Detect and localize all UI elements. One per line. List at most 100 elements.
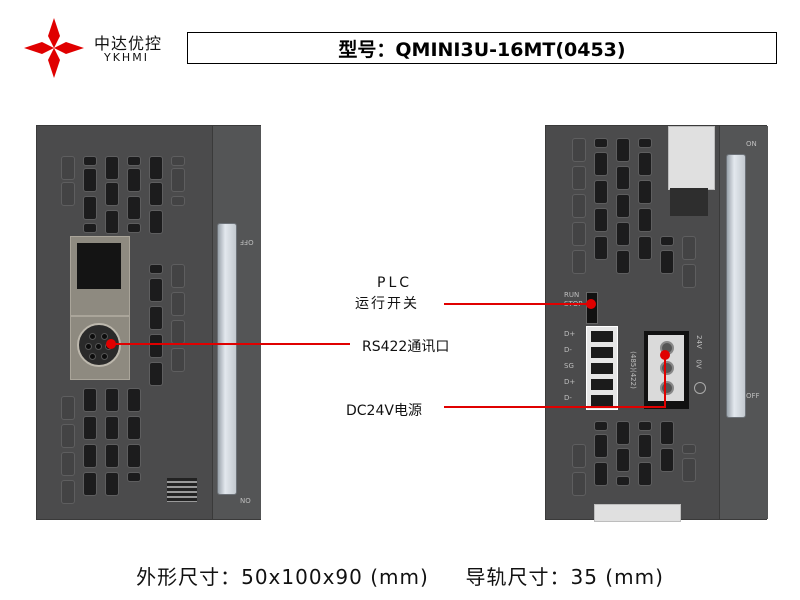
brand-name-cn: 中达优控 <box>94 34 163 53</box>
power-24v-label: 24V <box>694 335 703 349</box>
plc-switch-leader-line <box>444 303 590 305</box>
vent <box>638 208 652 232</box>
vent <box>105 210 119 234</box>
vent <box>572 250 586 274</box>
vent <box>83 196 97 220</box>
vent <box>171 264 185 288</box>
vent <box>127 196 141 220</box>
vent <box>83 388 97 412</box>
vent <box>638 421 652 431</box>
vent <box>149 210 163 234</box>
vent <box>572 194 586 218</box>
vent <box>149 264 163 274</box>
spec-footer: 外形尺寸：50x100x90 (mm) 导轨尺寸：35 (mm) <box>0 561 800 590</box>
vent <box>83 416 97 440</box>
vent <box>127 168 141 192</box>
vent <box>594 462 608 486</box>
vent <box>171 348 185 372</box>
model-title-box: 型号：QMINI3U-16MT(0453) <box>187 32 777 64</box>
terminal-label: SG <box>564 362 574 370</box>
vent <box>682 444 696 454</box>
vent <box>105 444 119 468</box>
bottom-rail-clip <box>594 504 681 522</box>
vent <box>572 472 586 496</box>
vent <box>594 180 608 204</box>
vent <box>171 168 185 192</box>
vent <box>171 320 185 344</box>
vent <box>594 152 608 176</box>
dc24v-marker <box>660 350 670 360</box>
vent <box>171 292 185 316</box>
rs422-mini-din-port-icon <box>70 316 130 380</box>
terminal-label: D- <box>564 394 572 402</box>
vent <box>616 166 630 190</box>
vent <box>572 222 586 246</box>
vent <box>594 236 608 260</box>
vent <box>638 462 652 486</box>
vent <box>127 156 141 166</box>
vent <box>616 421 630 445</box>
vent <box>127 223 141 233</box>
top-expansion-clip <box>668 126 715 190</box>
terminal-label: D+ <box>564 378 576 386</box>
terminal-label: D+ <box>564 330 576 338</box>
vent <box>83 444 97 468</box>
vent <box>127 444 141 468</box>
plc-side-view: RUN STOP D+ D- SG D+ D- (485)(422) 24V 0… <box>545 125 768 522</box>
vent <box>149 334 163 358</box>
dc24v-leader-vertical <box>664 354 666 408</box>
vent <box>594 434 608 458</box>
rs422-label: RS422通讯口 <box>362 339 450 355</box>
vent <box>638 138 652 148</box>
vent <box>149 278 163 302</box>
power-0v-label: 0V <box>694 359 703 369</box>
vent <box>105 156 119 180</box>
rail-off-label: OFF <box>746 392 760 400</box>
rail-dimensions: 导轨尺寸：35 (mm) <box>465 565 664 589</box>
vent <box>171 156 185 166</box>
vent <box>616 222 630 246</box>
vent <box>660 250 674 274</box>
vent <box>149 182 163 206</box>
rail-on-label: ON <box>746 140 757 148</box>
dc24v-power-connector <box>644 331 689 409</box>
vent <box>682 236 696 260</box>
terminal-label: D- <box>564 346 572 354</box>
vent <box>61 182 75 206</box>
model-label-plate <box>167 478 197 502</box>
vent <box>83 472 97 496</box>
terminal-labels: D+ D- SG D+ D- <box>564 326 575 406</box>
vent <box>127 388 141 412</box>
vent <box>660 236 674 246</box>
ground-icon <box>694 382 706 394</box>
vent <box>594 421 608 431</box>
brand-logo-icon <box>24 18 84 78</box>
terminal-side-label: (485)(422) <box>628 351 637 389</box>
vent <box>105 388 119 412</box>
model-title: 型号：QMINI3U-16MT(0453) <box>338 38 626 61</box>
dc24v-leader-line <box>444 406 666 408</box>
vent <box>638 236 652 260</box>
vent <box>149 306 163 330</box>
vent <box>61 424 75 448</box>
vent <box>83 156 97 166</box>
rs422-marker <box>106 339 116 349</box>
dc24v-label: DC24V电源 <box>346 403 422 419</box>
plc-front-view: OFF ON <box>36 125 261 520</box>
vent <box>638 152 652 176</box>
vent <box>61 480 75 504</box>
vent <box>660 448 674 472</box>
vent <box>83 168 97 192</box>
plc-switch-label-line2: 运行开关 <box>355 296 419 312</box>
vent <box>572 444 586 468</box>
vent <box>171 196 185 206</box>
vent <box>149 362 163 386</box>
plc-switch-label-line1: PLC <box>377 275 413 291</box>
brand-name-en: YKHMI <box>104 51 149 64</box>
vent <box>616 448 630 472</box>
vent <box>61 452 75 476</box>
vent <box>61 396 75 420</box>
run-label: RUN <box>564 291 580 299</box>
vent <box>572 138 586 162</box>
vent <box>149 156 163 180</box>
